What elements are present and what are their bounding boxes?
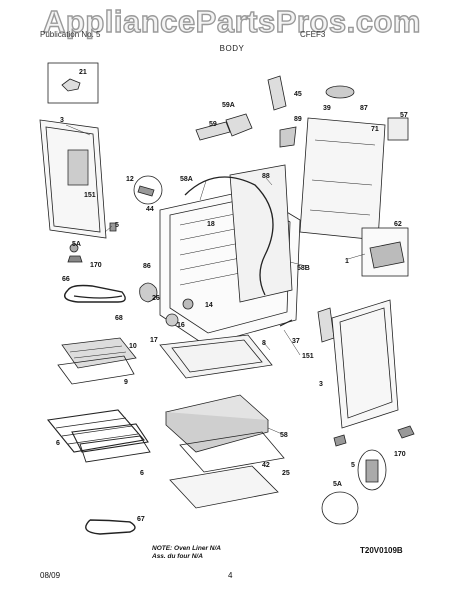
callout-71: 71	[371, 126, 379, 133]
callout-3-right: 3	[319, 381, 323, 388]
callout-37: 37	[292, 338, 300, 345]
callout-44: 44	[146, 206, 154, 213]
callout-16: 16	[177, 322, 185, 329]
callout-18: 18	[207, 221, 215, 228]
callout-62: 62	[394, 221, 402, 228]
callout-66: 66	[62, 276, 70, 283]
callout-88: 88	[262, 173, 270, 180]
callout-68: 68	[115, 315, 123, 322]
footer-page-number: 4	[228, 571, 233, 580]
part-21-box	[47, 62, 99, 104]
callout-170-right: 170	[394, 451, 406, 458]
footer-date: 08/09	[40, 571, 61, 580]
model-number: CFEF3	[300, 30, 326, 39]
part-71-back-panel	[299, 117, 386, 241]
callout-59: 59	[209, 121, 217, 128]
callout-12: 12	[126, 176, 134, 183]
callout-57: 57	[400, 112, 408, 119]
callout-3: 3	[60, 117, 64, 124]
callout-59A: 59A	[222, 102, 235, 109]
callout-14: 14	[205, 302, 213, 309]
callout-87: 87	[360, 105, 368, 112]
section-title: BODY	[219, 44, 245, 53]
callout-58B: 58B	[297, 265, 310, 272]
callout-39: 39	[323, 105, 331, 112]
callout-26: 26	[152, 295, 160, 302]
callout-1: 1	[345, 258, 349, 265]
part-8-oven-bottom	[159, 334, 273, 379]
callout-151-right: 151	[302, 353, 314, 360]
callout-42: 42	[262, 462, 270, 469]
callout-5: 5	[115, 222, 119, 229]
watermark-logo: AppliancePartsPros.com	[42, 3, 421, 39]
callout-170: 170	[90, 262, 102, 269]
callout-6-upper: 6	[56, 440, 60, 447]
callout-151: 151	[84, 192, 96, 199]
note-text: NOTE: Oven Liner N/A Ass. du four N/A	[152, 545, 221, 561]
callout-25: 25	[282, 470, 290, 477]
drawing-code: T20V0109B	[360, 546, 403, 555]
callout-9: 9	[124, 379, 128, 386]
callout-58A: 58A	[180, 176, 193, 183]
callout-17: 17	[150, 337, 158, 344]
callout-5A: 5A	[72, 241, 81, 248]
part-3-door-right	[331, 299, 399, 429]
callout-10: 10	[129, 343, 137, 350]
publication-number: Publication No. 5	[40, 30, 101, 39]
note-line-1: NOTE: Oven Liner N/A	[152, 545, 221, 552]
callout-5A-right: 5A	[333, 481, 342, 488]
note-line-2: Ass. du four N/A	[152, 553, 203, 560]
callout-5-right: 5	[351, 462, 355, 469]
callout-45: 45	[294, 91, 302, 98]
callout-6-lower: 6	[140, 470, 144, 477]
callout-89: 89	[294, 116, 302, 123]
callout-8: 8	[262, 340, 266, 347]
callout-86-left: 86	[143, 263, 151, 270]
callout-67: 67	[137, 516, 145, 523]
callout-58: 58	[280, 432, 288, 439]
callout-21: 21	[79, 69, 87, 76]
